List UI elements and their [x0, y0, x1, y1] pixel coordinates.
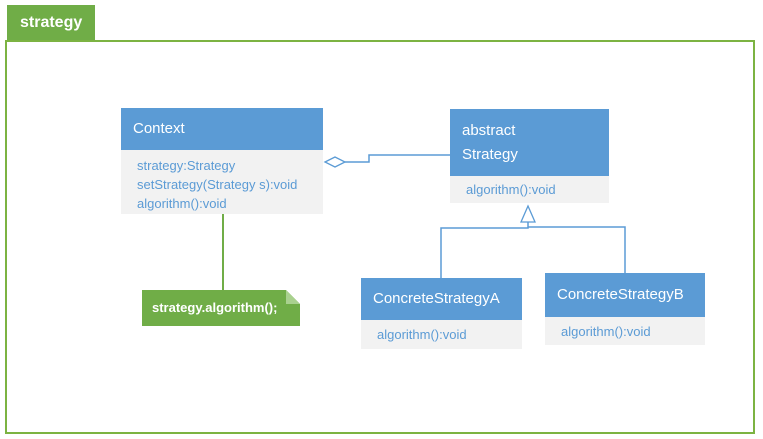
- member-row: algorithm():void: [561, 324, 651, 339]
- class-body: algorithm():void: [361, 320, 522, 349]
- class-body: algorithm():void: [450, 176, 609, 203]
- class-stereotype: abstract: [462, 122, 516, 140]
- member-row: algorithm():void: [466, 182, 556, 197]
- diagram-frame-title-tab: strategy: [7, 5, 95, 40]
- class-header: ConcreteStrategyA: [361, 278, 522, 320]
- class-node-concrete-strategy-a[interactable]: ConcreteStrategyA algorithm():void: [361, 278, 522, 349]
- aggregation-connector: [323, 154, 450, 168]
- class-header: ConcreteStrategyB: [545, 273, 705, 317]
- class-node-concrete-strategy-b[interactable]: ConcreteStrategyB algorithm():void: [545, 273, 705, 345]
- class-name: ConcreteStrategyB: [557, 286, 684, 304]
- note-node[interactable]: strategy.algorithm();: [142, 290, 300, 326]
- class-name: ConcreteStrategyA: [373, 290, 500, 308]
- note-text: strategy.algorithm();: [152, 300, 278, 315]
- member-row: algorithm():void: [377, 327, 467, 342]
- class-node-abstract-strategy[interactable]: abstract Strategy algorithm():void: [450, 109, 609, 203]
- aggregation-diamond-icon: [323, 156, 347, 168]
- class-header: Context: [121, 108, 323, 150]
- inheritance-triangle-icon: [520, 204, 536, 223]
- class-node-context[interactable]: Context strategy:Strategy setStrategy(St…: [121, 108, 323, 214]
- diagram-frame-border: [5, 40, 755, 434]
- member-row: algorithm():void: [137, 196, 227, 211]
- class-body: strategy:Strategy setStrategy(Strategy s…: [121, 150, 323, 214]
- class-header: abstract Strategy: [450, 109, 609, 176]
- member-row: strategy:Strategy: [137, 158, 236, 173]
- inheritance-connector: [440, 204, 626, 278]
- class-name: Context: [133, 120, 185, 138]
- member-row: setStrategy(Strategy s):void: [137, 177, 298, 192]
- class-name: Strategy: [462, 145, 518, 163]
- class-body: algorithm():void: [545, 317, 705, 345]
